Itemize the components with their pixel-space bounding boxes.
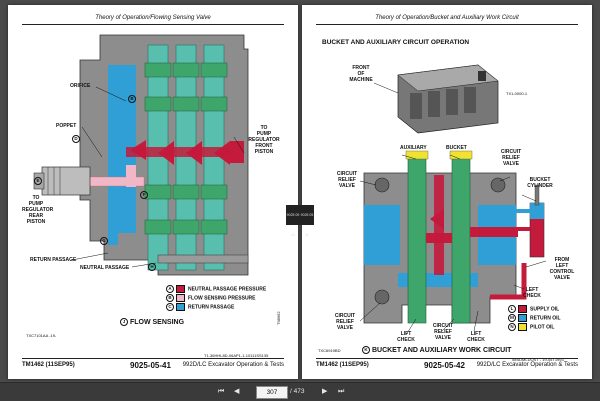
spine-tabs: 9025 05 41 9025 05 42 [286, 205, 314, 237]
last-page-button[interactable]: ⏭ [338, 388, 345, 395]
manual-id: TM1462 (11SEP95) [22, 362, 75, 368]
label-left-check: LEFT CHECK [523, 287, 541, 299]
figure-id: TXC6919BD [318, 348, 341, 353]
bucket-auxiliary-circuit-diagram: TX1-0000-1 [359, 64, 547, 336]
callout-e: E [34, 177, 42, 185]
manual-title: 992D/LC Excavator Operation & Tests [182, 362, 284, 368]
page-footer: TM1462 (11SEP95) 9025-05-41 992D/LC Exca… [22, 358, 284, 371]
page-number-input[interactable]: 307 [256, 386, 288, 399]
label-circuit-relief-valve: CIRCUIT RELIEF VALVE [500, 149, 522, 167]
pdf-viewer-toolbar: ⏮ ◀ 307 / 473 ▶ ⏭ [0, 382, 600, 401]
label-circuit-relief-valve-mid: CIRCUIT RELIEF VALVE [432, 323, 454, 341]
total-pages: / 473 [290, 388, 305, 395]
figure-caption: J FLOW SENSING [120, 318, 184, 326]
supply-oil-flow [426, 227, 518, 243]
page-header: Theory of Operation/Flowing Sensing Valv… [22, 12, 284, 25]
figure-id: TXC7101AA -19- [26, 333, 57, 338]
label-front-of-machine: FRONT OF MACHINE [349, 65, 373, 83]
next-page-button[interactable]: ▶ [322, 388, 328, 395]
label-lift-check: LIFT CHECK [397, 331, 415, 343]
page-header: Theory of Operation/Bucket and Auxiliary… [316, 12, 578, 25]
callout-f: F [140, 191, 148, 199]
flow-sensing-valve-diagram [33, 34, 249, 276]
poppet-housing [41, 166, 91, 196]
valve-block-illustration [397, 64, 499, 134]
figure-caption: K BUCKET AND AUXILIARY WORK CIRCUIT [362, 346, 511, 354]
label-orifice: ORIFICE [70, 83, 91, 89]
page-number: 9025-05-41 [130, 361, 171, 370]
callout-b: B [128, 95, 136, 103]
callout-h: H [148, 263, 156, 271]
previous-page-button[interactable]: ◀ [234, 388, 240, 395]
label-to-pump-rear: TO PUMP REGULATOR REAR PISTON [22, 195, 54, 225]
callout-d: D [72, 135, 80, 143]
fig-id-top: TX1-0000-1 [506, 91, 528, 96]
page-number: 9025-05-42 [424, 361, 465, 370]
left-manual-page: Theory of Operation/Flowing Sensing Valv… [8, 5, 298, 379]
section-title: BUCKET AND AUXILIARY CIRCUIT OPERATION [322, 39, 470, 46]
label-auxiliary: AUXILIARY [400, 145, 427, 151]
label-poppet: POPPET [56, 123, 77, 129]
callout-g: G [100, 237, 108, 245]
manual-id: TM1462 (11SEP95) [316, 362, 369, 368]
label-bucket-cylinder: BUCKET CYLINDER [527, 177, 553, 189]
spine-tab-left: 9025 05 41 [286, 205, 300, 237]
label-bucket: BUCKET [446, 145, 467, 151]
spine-tab-right: 9025 05 42 [300, 205, 314, 237]
first-page-button[interactable]: ⏮ [218, 388, 225, 395]
footer-code: T1-36HHL8D-06AP1-1-10111SS135 [204, 353, 269, 358]
bucket-spool [451, 154, 471, 324]
auxiliary-spool [407, 154, 427, 324]
footer-code: 08SDMLDOST - 19-05T1993 [512, 357, 564, 362]
label-to-pump-front: TO PUMP REGULATOR FRONT PISTON [248, 125, 280, 155]
label-circuit-relief-valve-bottom: CIRCUIT RELIEF VALVE [334, 313, 356, 331]
manual-title: 992D/LC Excavator Operation & Tests [476, 362, 578, 368]
label-from-left-control-valve: FROM LEFT CONTROL VALVE [549, 257, 575, 281]
label-lift-check-2: LIFT CHECK [467, 331, 485, 343]
side-code: T98962 [276, 311, 281, 325]
page-footer: TM1462 (11SEP95) 9025-05-42 992D/LC Exca… [316, 358, 578, 371]
label-return-passage: RETURN PASSAGE [30, 257, 77, 263]
label-circuit-relief-valve: CIRCUIT RELIEF VALVE [336, 171, 358, 189]
label-neutral-passage: NEUTRAL PASSAGE [80, 265, 130, 271]
right-manual-page: Theory of Operation/Bucket and Auxiliary… [302, 5, 592, 379]
